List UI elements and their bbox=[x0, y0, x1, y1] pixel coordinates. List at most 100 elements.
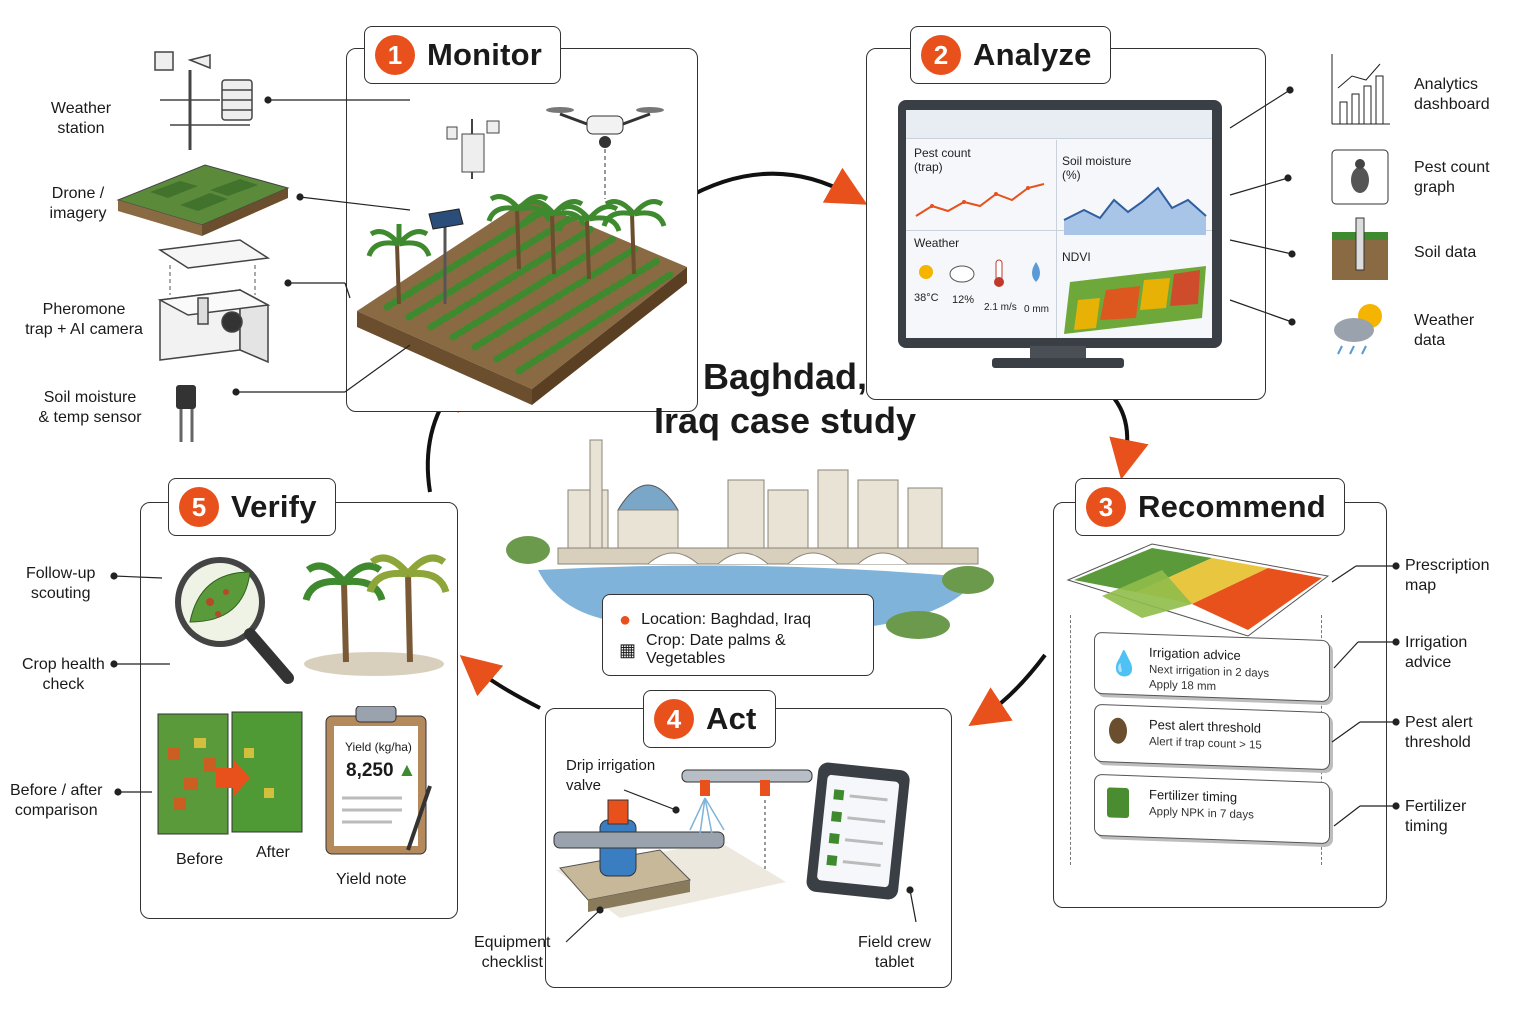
arrow-act-to-verify bbox=[459, 655, 541, 710]
step-number: 1 bbox=[375, 35, 415, 75]
thermometer-icon bbox=[994, 259, 1004, 287]
label-soil-sensor: Soil moisture& temp sensor bbox=[38, 389, 142, 426]
dashboard-topbar bbox=[906, 110, 1212, 139]
weather-cloud-icon bbox=[1334, 304, 1382, 355]
irrigation-advice-card: 💧 Irrigation advice Next irrigation in 2… bbox=[1094, 631, 1330, 703]
solar-sensor-icon bbox=[428, 208, 464, 304]
location-pin-icon: ● bbox=[619, 608, 632, 631]
step-verify-tag: 5 Verify bbox=[168, 478, 336, 536]
weather-icons bbox=[919, 259, 1040, 287]
farm-field-illustration bbox=[357, 107, 687, 405]
verify-connectors bbox=[110, 572, 170, 796]
soil-probe-icon bbox=[1332, 217, 1388, 280]
step-title: Monitor bbox=[427, 37, 543, 72]
sensor-mast-icon bbox=[446, 119, 500, 179]
bar-chart-icon bbox=[1331, 54, 1390, 125]
weather-station-icon bbox=[154, 51, 253, 150]
beetle-icon bbox=[1331, 149, 1389, 205]
drone-icon bbox=[546, 107, 664, 148]
soil-moisture-area bbox=[1063, 186, 1207, 235]
step-title: Act bbox=[706, 701, 757, 736]
soil-sensor-icon bbox=[176, 385, 196, 442]
soil-moisture-title: Soil moisture(%) bbox=[1062, 154, 1132, 182]
cloud-icon bbox=[949, 265, 975, 283]
sun-icon bbox=[919, 265, 933, 279]
ndvi-title: NDVI bbox=[1062, 250, 1091, 264]
palm-tree-icons bbox=[366, 194, 667, 305]
wind-value: 2.1 m/s bbox=[984, 302, 1017, 313]
prescription-map bbox=[1066, 543, 1330, 637]
analyze-side-icons bbox=[1229, 54, 1390, 355]
yield-title: Yield (kg/ha) bbox=[345, 740, 412, 754]
calendar-icon: ▦ bbox=[619, 639, 637, 660]
step-title: Verify bbox=[231, 489, 317, 524]
label-drone-imagery: Drone /imagery bbox=[49, 185, 107, 222]
label-after: After bbox=[256, 844, 290, 861]
drone-imagery-icon bbox=[116, 164, 290, 236]
weather-title: Weather bbox=[914, 236, 960, 250]
pest-count-title: Pest count(trap) bbox=[914, 146, 971, 174]
rain-value: 0 mm bbox=[1024, 304, 1049, 315]
step-recommend-tag: 3 Recommend bbox=[1075, 478, 1345, 536]
arrow-up-icon: ▲ bbox=[397, 760, 417, 781]
case-info-box: ●Location: Baghdad, Iraq ▦Crop: Date pal… bbox=[602, 594, 874, 676]
monitor-base bbox=[992, 358, 1124, 368]
pheromone-trap-icon bbox=[157, 239, 271, 364]
step-number: 4 bbox=[654, 699, 694, 739]
label-yield-note: Yield note bbox=[336, 871, 407, 888]
label-before: Before bbox=[176, 851, 224, 868]
monitor-devices bbox=[116, 51, 411, 442]
raindrop-icon bbox=[1032, 262, 1040, 282]
step-monitor-tag: 1 Monitor bbox=[364, 26, 562, 84]
step-act-tag: 4 Act bbox=[643, 690, 776, 748]
beetle-icon bbox=[1109, 717, 1127, 745]
water-drop-icon: 💧 bbox=[1109, 650, 1139, 679]
drip-irrigation-illustration bbox=[553, 769, 813, 918]
fertilizer-timing-card: Fertilizer timing Apply NPK in 7 days bbox=[1094, 773, 1330, 845]
label-soil-data: Soil data bbox=[1414, 244, 1477, 261]
crop-row: ▦Crop: Date palms & Vegetables bbox=[619, 632, 786, 667]
field-tablet-icon bbox=[806, 762, 910, 900]
step-title: Analyze bbox=[973, 37, 1092, 72]
clipboard-icon bbox=[325, 706, 432, 855]
location-row: ●Location: Baghdad, Iraq bbox=[619, 608, 811, 631]
step-analyze-tag: 2 Analyze bbox=[910, 26, 1111, 84]
yield-value: 8,250▲ bbox=[346, 760, 417, 781]
humidity-value: 12% bbox=[952, 294, 975, 306]
step-number: 5 bbox=[179, 487, 219, 527]
magnifier-leaf-icon bbox=[175, 557, 294, 684]
baghdad-skyline-illustration bbox=[506, 439, 994, 639]
ndvi-map bbox=[1064, 266, 1206, 334]
temp-value: 38°C bbox=[914, 292, 939, 304]
arrow-monitor-to-analyze bbox=[682, 167, 868, 205]
arrow-recommend-to-act bbox=[968, 653, 1047, 727]
fertilizer-bag-icon bbox=[1107, 787, 1129, 819]
pest-alert-card: Pest alert threshold Alert if trap count… bbox=[1094, 703, 1330, 771]
monitor-panel bbox=[346, 48, 698, 412]
before-after-maps bbox=[157, 711, 303, 835]
step-number: 2 bbox=[921, 35, 961, 75]
step-number: 3 bbox=[1086, 487, 1126, 527]
dashboard-screen: Pest count(trap) Soil moisture(%) Weathe… bbox=[906, 110, 1212, 338]
act-connectors bbox=[565, 789, 917, 943]
step-title: Recommend bbox=[1138, 489, 1326, 524]
case-study-title: Baghdad,Iraq case study bbox=[653, 356, 917, 441]
palm-trees-icon bbox=[302, 554, 450, 676]
recommend-connectors bbox=[1331, 562, 1400, 827]
pest-count-line bbox=[915, 183, 1045, 217]
